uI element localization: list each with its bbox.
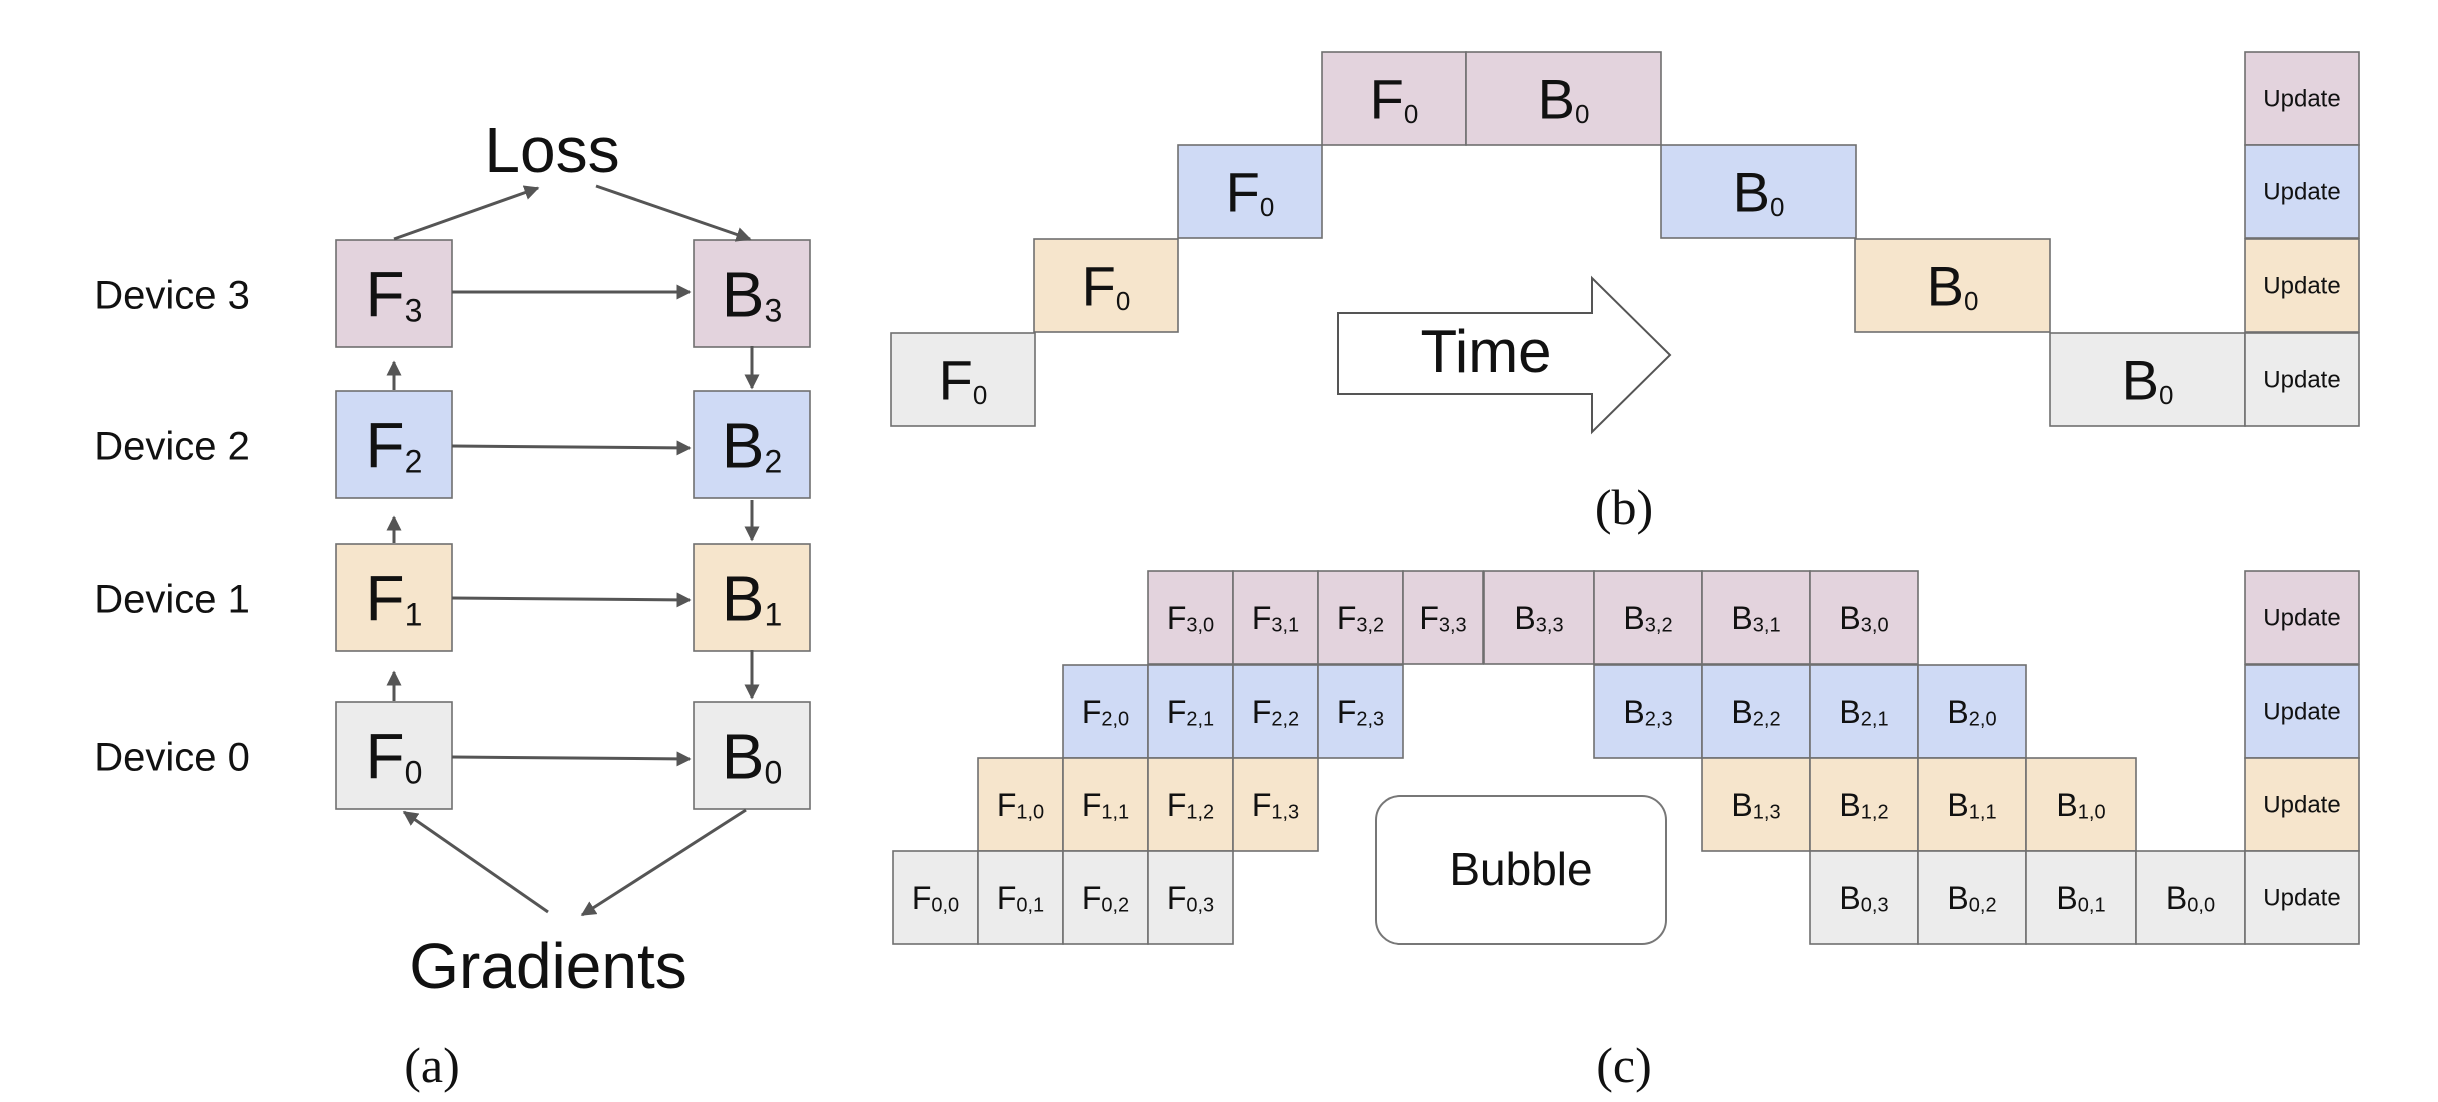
backward-box: B0 — [693, 701, 811, 810]
panel-a-arrows — [386, 184, 760, 917]
update-cell: Update — [2244, 664, 2360, 759]
forward-microbatch-cell: F2,1 — [1147, 664, 1234, 759]
forward-microbatch-cell: F3,0 — [1147, 570, 1234, 665]
time-arrow: Time — [1337, 275, 1672, 435]
update-cell: Update — [2244, 238, 2360, 333]
backward-microbatch-cell: B2,3 — [1593, 664, 1703, 759]
forward-cell: F0 — [890, 332, 1036, 427]
forward-microbatch-cell: F2,2 — [1232, 664, 1319, 759]
device-label: Device 2 — [94, 425, 250, 469]
backward-microbatch-cell: B0,1 — [2025, 850, 2137, 945]
svg-text:Update: Update — [2263, 699, 2340, 726]
svg-text:B1,1: B1,1 — [1947, 787, 1996, 824]
gradients-label: Gradients — [409, 930, 686, 1002]
backward-microbatch-cell: B0,2 — [1917, 850, 2027, 945]
forward-microbatch-cell: F3,1 — [1232, 570, 1319, 665]
svg-text:F3,0: F3,0 — [1167, 600, 1214, 637]
forward-microbatch-cell: F0,1 — [977, 850, 1064, 945]
device-label: Device 1 — [94, 578, 250, 622]
svg-text:Update: Update — [2263, 273, 2340, 300]
backward-cell: B0 — [2049, 332, 2246, 427]
svg-text:B0,3: B0,3 — [1839, 880, 1888, 917]
update-cell: Update — [2244, 757, 2360, 852]
forward-microbatch-cell: F3,2 — [1317, 570, 1404, 665]
forward-box: F1 — [335, 543, 453, 652]
update-cell: Update — [2244, 850, 2360, 945]
update-cell: Update — [2244, 51, 2360, 146]
forward-cell: F0 — [1321, 51, 1467, 146]
forward-microbatch-cell: F3,3 — [1402, 570, 1484, 665]
bubble-label: Bubble — [1449, 843, 1592, 895]
forward-cell: F0 — [1033, 238, 1179, 333]
forward-box: F3 — [335, 239, 453, 348]
forward-microbatch-cell: F0,3 — [1147, 850, 1234, 945]
forward-microbatch-cell: F1,3 — [1232, 757, 1319, 852]
forward-microbatch-cell: F1,1 — [1062, 757, 1149, 852]
svg-text:Update: Update — [2263, 792, 2340, 819]
device-label: Device 3 — [94, 274, 250, 318]
backward-microbatch-cell: B3,3 — [1483, 570, 1595, 665]
device-label: Device 0 — [94, 736, 250, 780]
forward-microbatch-cell: F1,0 — [977, 757, 1064, 852]
caption-c: (c) — [1596, 1037, 1652, 1093]
backward-box: B3 — [693, 239, 811, 348]
backward-microbatch-cell: B1,3 — [1701, 757, 1811, 852]
forward-microbatch-cell: F0,2 — [1062, 850, 1149, 945]
svg-text:F3,2: F3,2 — [1337, 600, 1384, 637]
backward-cell: B0 — [1660, 144, 1857, 239]
svg-text:Update: Update — [2263, 367, 2340, 394]
backward-microbatch-cell: B0,3 — [1809, 850, 1919, 945]
backward-microbatch-cell: B3,2 — [1593, 570, 1703, 665]
backward-microbatch-cell: B3,0 — [1809, 570, 1919, 665]
backward-cell: B0 — [1465, 51, 1662, 146]
update-cell: Update — [2244, 332, 2360, 427]
svg-text:Update: Update — [2263, 605, 2340, 632]
update-cell: Update — [2244, 144, 2360, 239]
svg-text:Update: Update — [2263, 86, 2340, 113]
caption-b: (b) — [1595, 479, 1653, 535]
update-cell: Update — [2244, 570, 2360, 665]
forward-cell: F0 — [1177, 144, 1323, 239]
caption-a: (a) — [404, 1037, 460, 1093]
svg-text:F1: F1 — [366, 563, 423, 635]
time-label: Time — [1420, 318, 1551, 385]
backward-microbatch-cell: B1,2 — [1809, 757, 1919, 852]
backward-microbatch-cell: B2,1 — [1809, 664, 1919, 759]
backward-microbatch-cell: B1,1 — [1917, 757, 2027, 852]
backward-cell: B0 — [1854, 238, 2051, 333]
forward-microbatch-cell: F2,0 — [1062, 664, 1149, 759]
svg-text:F0: F0 — [1226, 161, 1275, 224]
forward-microbatch-cell: F2,3 — [1317, 664, 1404, 759]
backward-microbatch-cell: B3,1 — [1701, 570, 1811, 665]
forward-box: F2 — [335, 390, 453, 499]
forward-microbatch-cell: F0,0 — [892, 850, 979, 945]
forward-microbatch-cell: F1,2 — [1147, 757, 1234, 852]
backward-microbatch-cell: B0,0 — [2135, 850, 2246, 945]
backward-box: B2 — [693, 390, 811, 499]
forward-box: F0 — [335, 701, 453, 810]
svg-text:F0,2: F0,2 — [1082, 880, 1129, 917]
loss-label: Loss — [484, 114, 619, 186]
svg-text:F0,1: F0,1 — [997, 880, 1044, 917]
backward-microbatch-cell: B1,0 — [2025, 757, 2137, 852]
backward-microbatch-cell: B2,0 — [1917, 664, 2027, 759]
svg-text:Update: Update — [2263, 179, 2340, 206]
backward-microbatch-cell: B2,2 — [1701, 664, 1811, 759]
svg-text:F0: F0 — [1370, 68, 1419, 131]
bubble-box — [1375, 795, 1667, 945]
backward-box: B1 — [693, 543, 811, 652]
svg-text:Update: Update — [2263, 885, 2340, 912]
